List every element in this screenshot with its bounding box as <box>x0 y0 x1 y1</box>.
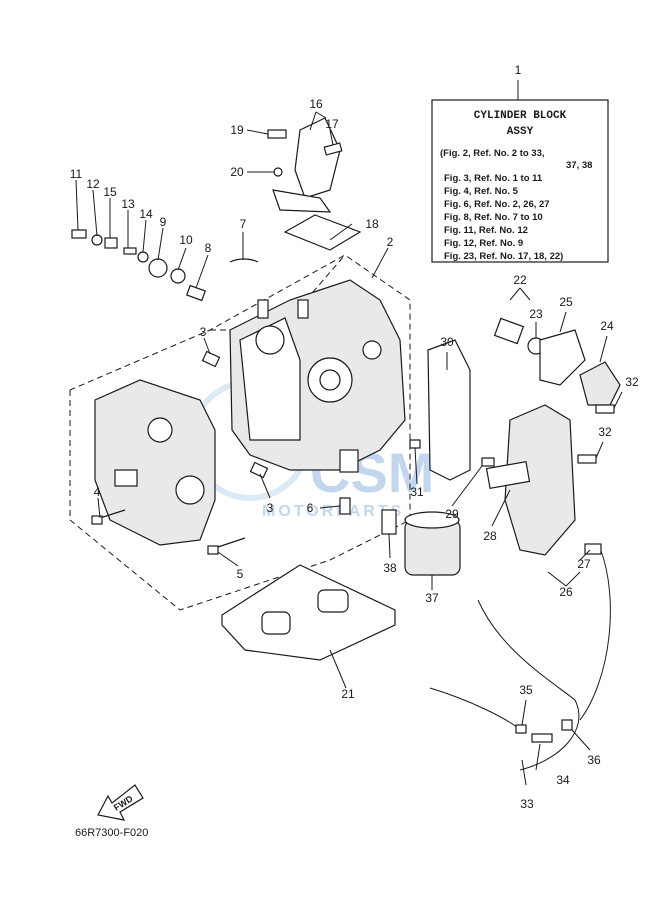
box-line-2: Fig. 3, Ref. No. 1 to 11 <box>444 173 543 184</box>
ref-label-11: 11 <box>70 167 83 181</box>
ref-label-5: 5 <box>237 567 244 581</box>
box-line-0: (Fig. 2, Ref. No. 2 to 33, <box>440 148 545 159</box>
ref-label-7: 7 <box>240 217 247 231</box>
watermark-sub: MOTORPARTS <box>262 503 404 520</box>
ref-label-2: 2 <box>387 235 394 249</box>
ref-label-16: 16 <box>309 97 323 111</box>
ref-label-19: 19 <box>230 123 244 137</box>
ref-label-36: 36 <box>587 753 601 767</box>
box-line-6: Fig. 11, Ref. No. 12 <box>444 225 528 236</box>
box-title-line2: ASSY <box>507 126 534 138</box>
box-line-5: Fig. 8, Ref. No. 7 to 10 <box>444 212 543 223</box>
ref-label-27: 27 <box>577 557 591 571</box>
hoses <box>429 543 611 771</box>
leader-lines <box>75 111 623 786</box>
ref-label-21: 21 <box>341 687 355 701</box>
ref-label-28: 28 <box>483 529 497 543</box>
callouts: 2 3 3 4 5 6 7 8 9 10 11 12 13 14 15 16 1… <box>70 97 639 811</box>
bolts <box>91 350 615 555</box>
ref-label-17: 17 <box>325 117 339 131</box>
ref-label-3b: 3 <box>267 501 274 515</box>
ref-label-25: 25 <box>559 295 573 309</box>
ref-label-29: 29 <box>445 507 459 521</box>
ref-label-33: 33 <box>520 797 534 811</box>
thermostat-parts <box>493 317 621 406</box>
left-small-parts <box>71 229 259 302</box>
box-line-4: Fig. 6, Ref. No. 2, 26, 27 <box>444 199 550 210</box>
ref-label-22: 22 <box>513 273 527 287</box>
ref-label-37: 37 <box>425 591 439 605</box>
top-parts <box>267 117 362 251</box>
ref-label-13: 13 <box>121 197 135 211</box>
crankcase <box>94 379 216 546</box>
ref-label-23: 23 <box>529 307 543 321</box>
ref-label-26: 26 <box>559 585 573 599</box>
ref-label-14: 14 <box>139 207 153 221</box>
gaskets <box>221 564 396 661</box>
ref-label-38: 38 <box>383 561 397 575</box>
fwd-arrow-icon: FWD <box>97 784 144 821</box>
box-line-8: Fig. 23, Ref. No. 17, 18, 22) <box>444 251 563 262</box>
ref-label-32a: 32 <box>625 375 639 389</box>
cylinder-block <box>229 279 406 473</box>
ref-label-6: 6 <box>307 501 314 515</box>
ref-label-10: 10 <box>179 233 193 247</box>
ref-label-35: 35 <box>519 683 533 697</box>
ref-label-20: 20 <box>230 165 244 179</box>
box-line-3: Fig. 4, Ref. No. 5 <box>444 186 519 197</box>
cylinder-block-assy-box: CYLINDER BLOCK ASSY (Fig. 2, Ref. No. 2 … <box>431 63 609 263</box>
ref-label-31: 31 <box>410 485 424 499</box>
ref-label-30: 30 <box>440 335 454 349</box>
ref-label-8: 8 <box>205 241 212 255</box>
box-line-7: Fig. 12, Ref. No. 9 <box>444 238 523 249</box>
ref-label-24: 24 <box>600 319 614 333</box>
ref-label-9: 9 <box>160 215 167 229</box>
ref-label-18: 18 <box>365 217 379 231</box>
ref-label-15: 15 <box>103 185 117 199</box>
box-line-1: 37, 38 <box>566 160 592 171</box>
ref-label-34: 34 <box>556 773 570 787</box>
ref-label-12: 12 <box>86 177 100 191</box>
ref-label-4: 4 <box>94 485 101 499</box>
exhaust-cover <box>427 339 576 556</box>
ref-label-3a: 3 <box>200 325 207 339</box>
diagram-code: 66R7300-F020 <box>75 827 148 839</box>
oil-filter <box>381 509 461 576</box>
ref-label-1: 1 <box>515 63 522 77</box>
ref-label-32b: 32 <box>598 425 612 439</box>
box-title-line1: CYLINDER BLOCK <box>474 110 567 122</box>
